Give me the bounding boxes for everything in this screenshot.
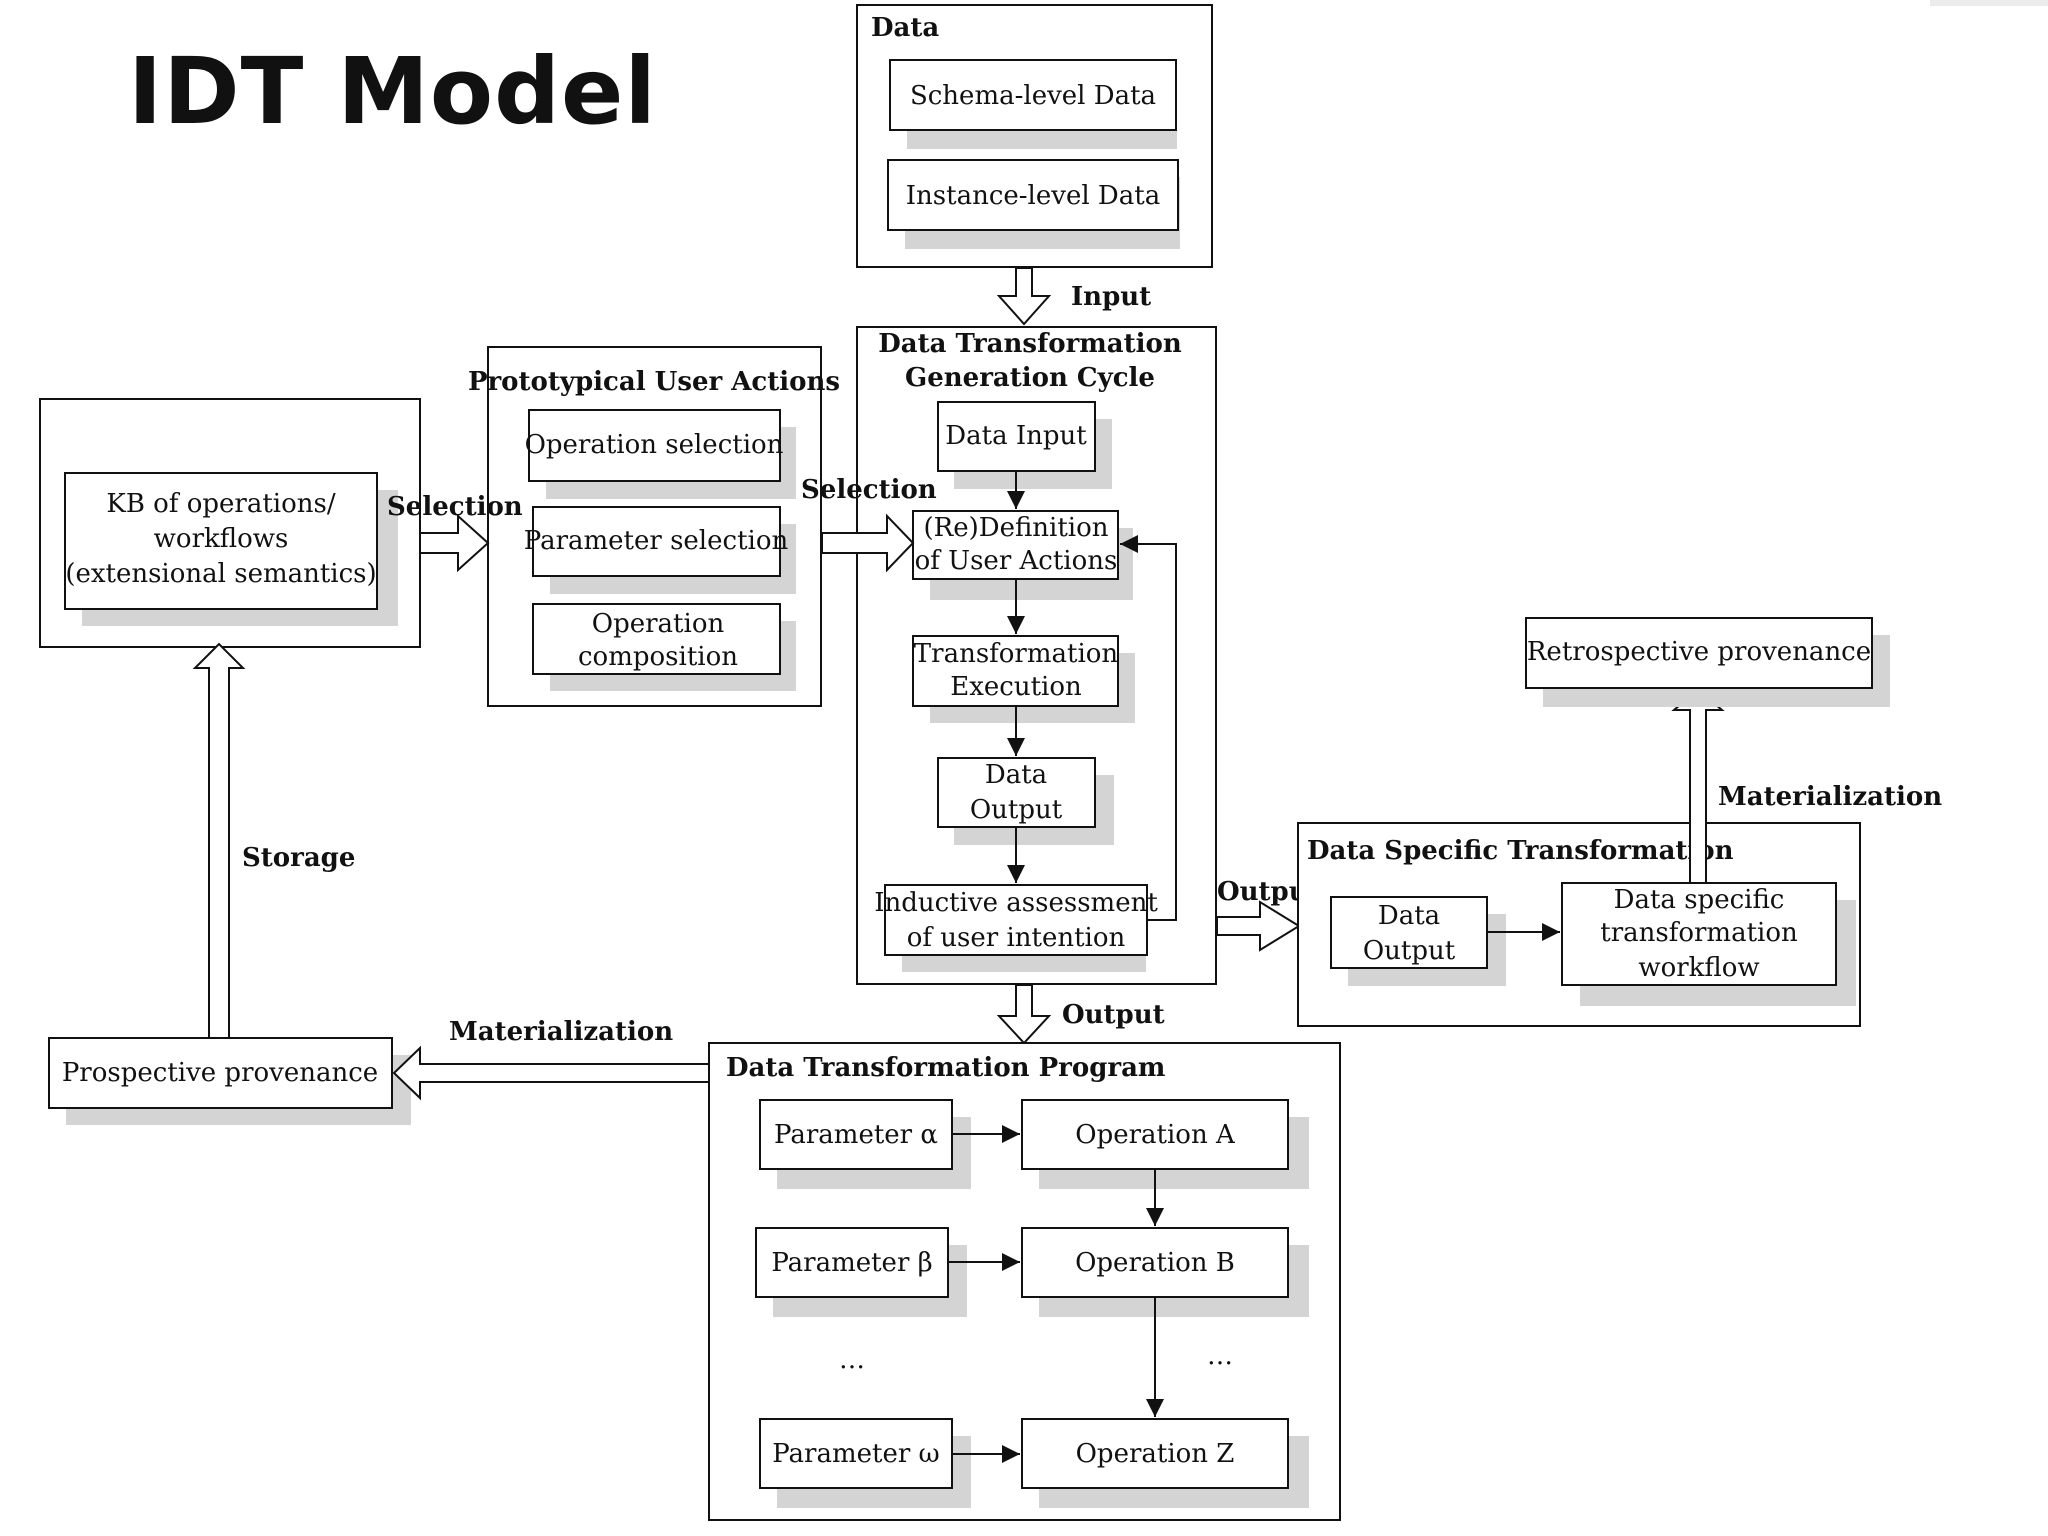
ellipsis-parameters: … xyxy=(839,1345,865,1375)
storage-label: Storage xyxy=(242,843,355,873)
specific-output-line1: Data xyxy=(1378,901,1440,931)
parameter-alpha-box: Parameter α xyxy=(759,1099,971,1189)
materialization-label-right: Materialization xyxy=(1718,782,1942,812)
parameter-selection-box: Parameter selection xyxy=(524,506,796,594)
operation-composition-line2: composition xyxy=(578,642,738,672)
operation-a-box: Operation A xyxy=(1021,1099,1309,1189)
operation-a-label: Operation A xyxy=(1075,1120,1236,1150)
data-input-box: Data Input xyxy=(937,401,1112,489)
program-title: Data Transformation Program xyxy=(726,1053,1165,1083)
data-group: Data Schema-level Data Instance-level Da… xyxy=(856,4,1213,268)
prototypical-actions-group: Prototypical User Actions Operation sele… xyxy=(468,346,840,707)
operation-selection-box: Operation selection xyxy=(525,409,796,499)
specific-output-line2: Output xyxy=(1363,936,1456,966)
cycle-data-output-line1: Data xyxy=(985,760,1047,790)
prototypical-title: Prototypical User Actions xyxy=(468,367,840,397)
instance-level-data-box: Instance-level Data xyxy=(887,159,1180,249)
parameter-beta-label: Parameter β xyxy=(771,1248,932,1278)
parameter-alpha-label: Parameter α xyxy=(774,1120,938,1150)
schema-level-data-box: Schema-level Data xyxy=(889,59,1177,149)
retrospective-provenance-label: Retrospective provenance xyxy=(1527,637,1871,667)
kb-operations-box: KB of operations/ workflows (extensional… xyxy=(64,472,398,626)
generation-cycle-group: Data Transformation Generation Cycle Dat… xyxy=(856,326,1217,985)
operation-b-box: Operation B xyxy=(1021,1227,1309,1317)
operation-z-label: Operation Z xyxy=(1076,1439,1235,1469)
cycle-title-line1: Data Transformation xyxy=(878,329,1182,359)
kb-label-line2: workflows xyxy=(154,524,289,554)
transformation-execution-line2: Execution xyxy=(950,672,1082,702)
slide-title: IDT Model xyxy=(128,38,657,145)
data-input-label: Data Input xyxy=(945,421,1087,451)
operation-composition-box: Operation composition xyxy=(532,603,796,691)
kb-label-line3: (extensional semantics) xyxy=(65,559,376,589)
materialization-arrow-left xyxy=(392,1045,710,1101)
corner-tab xyxy=(1930,0,2048,6)
specific-title: Data Specific Transformation xyxy=(1307,836,1734,866)
cycle-data-output-box: Data Output xyxy=(937,757,1114,845)
storage-arrow xyxy=(192,642,246,1039)
inductive-assessment-line2: of user intention xyxy=(907,923,1126,953)
specific-workflow-line1: Data specific xyxy=(1614,885,1785,915)
output-arrow-right xyxy=(1216,900,1301,952)
materialization-label-left: Materialization xyxy=(449,1017,673,1047)
input-label: Input xyxy=(1071,282,1151,312)
instance-level-data-label: Instance-level Data xyxy=(906,181,1160,211)
kb-group: KB of operations/ workflows (extensional… xyxy=(39,398,421,648)
selection-label-left: Selection xyxy=(387,492,523,522)
specific-workflow-line3: workflow xyxy=(1638,953,1759,983)
specific-data-output-box: Data Output xyxy=(1330,896,1506,986)
transformation-program-group: Data Transformation Program Parameter α … xyxy=(708,1042,1341,1521)
parameter-selection-label: Parameter selection xyxy=(524,526,789,556)
inductive-assessment-box: Inductive assessment of user intention xyxy=(874,884,1158,972)
redefinition-box: (Re)Definition of User Actions xyxy=(912,510,1133,600)
parameter-omega-box: Parameter ω xyxy=(759,1418,971,1508)
selection-label-right: Selection xyxy=(801,475,937,505)
prospective-provenance-label: Prospective provenance xyxy=(62,1058,378,1088)
retrospective-provenance-box: Retrospective provenance xyxy=(1525,617,1890,707)
specific-workflow-line2: transformation xyxy=(1600,918,1798,948)
output-label-down: Output xyxy=(1062,1000,1165,1030)
operation-selection-label: Operation selection xyxy=(525,430,784,460)
ellipsis-operations: … xyxy=(1207,1341,1233,1371)
selection-arrow-right xyxy=(821,513,915,573)
redefinition-label-line2: of User Actions xyxy=(915,546,1118,576)
input-arrow xyxy=(996,267,1052,326)
specific-workflow-box: Data specific transformation workflow xyxy=(1561,882,1856,1006)
prospective-provenance-box: Prospective provenance xyxy=(48,1037,411,1125)
data-specific-transformation-group: Data Specific Transformation Data Output… xyxy=(1297,822,1861,1027)
operation-b-label: Operation B xyxy=(1075,1248,1235,1278)
selection-arrow-left xyxy=(419,513,490,573)
cycle-title-line2: Generation Cycle xyxy=(905,363,1155,393)
data-group-title: Data xyxy=(871,13,939,43)
inductive-assessment-line1: Inductive assessment xyxy=(874,888,1158,918)
redefinition-label-line1: (Re)Definition xyxy=(923,513,1108,543)
schema-level-data-label: Schema-level Data xyxy=(910,81,1156,111)
cycle-data-output-line2: Output xyxy=(970,795,1063,825)
transformation-execution-box: Transformation Execution xyxy=(912,635,1135,723)
kb-label-line1: KB of operations/ xyxy=(106,489,335,519)
feedback-loop-arrow xyxy=(1120,535,1177,921)
operation-z-box: Operation Z xyxy=(1021,1418,1309,1508)
parameter-beta-box: Parameter β xyxy=(755,1227,967,1317)
operation-composition-line1: Operation xyxy=(592,609,725,639)
parameter-omega-label: Parameter ω xyxy=(772,1439,940,1469)
output-arrow-down xyxy=(996,984,1052,1045)
transformation-execution-line1: Transformation xyxy=(914,639,1119,669)
